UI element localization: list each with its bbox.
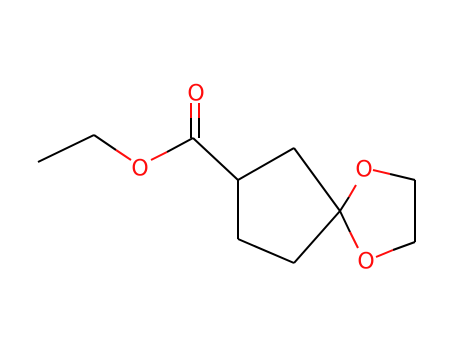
bond-ch2-oxygen-bottom-o bbox=[375, 249, 394, 258]
ketal-oxygen-bottom: O bbox=[357, 250, 374, 275]
bond-oxygen-bottom-spiro-o bbox=[349, 231, 359, 249]
ester-oxygen: O bbox=[131, 157, 148, 182]
bond-oxygen-bottom-spiro-c bbox=[339, 210, 351, 233]
carbonyl-oxygen: O bbox=[187, 82, 204, 107]
atom-labels: O O O O bbox=[131, 82, 374, 275]
bond-ring-2 bbox=[293, 147, 341, 212]
bond-carbonyl-ring bbox=[192, 137, 239, 181]
bond-ester-oxygen-carbonyl-o bbox=[150, 151, 168, 161]
bonds bbox=[37, 103, 416, 264]
bond-methyl-methylene bbox=[37, 134, 95, 163]
bond-methylene-ester-oxygen-c bbox=[93, 134, 117, 151]
bond-ring-4 bbox=[237, 238, 295, 264]
bond-spiro-oxygen-top-c bbox=[339, 196, 350, 212]
bond-ring-3 bbox=[293, 210, 341, 264]
bond-spiro-oxygen-top-o bbox=[348, 184, 357, 198]
ketal-oxygen-top: O bbox=[355, 158, 372, 183]
bond-oxygen-top-ch2-o bbox=[372, 169, 391, 175]
bond-methylene-ester-oxygen-o bbox=[115, 149, 132, 161]
bond-ring-1 bbox=[237, 147, 295, 181]
bond-oxygen-top-ch2-c bbox=[389, 173, 416, 181]
bond-ch2-oxygen-bottom-c bbox=[392, 241, 416, 251]
bond-ester-oxygen-carbonyl-c bbox=[166, 137, 194, 153]
